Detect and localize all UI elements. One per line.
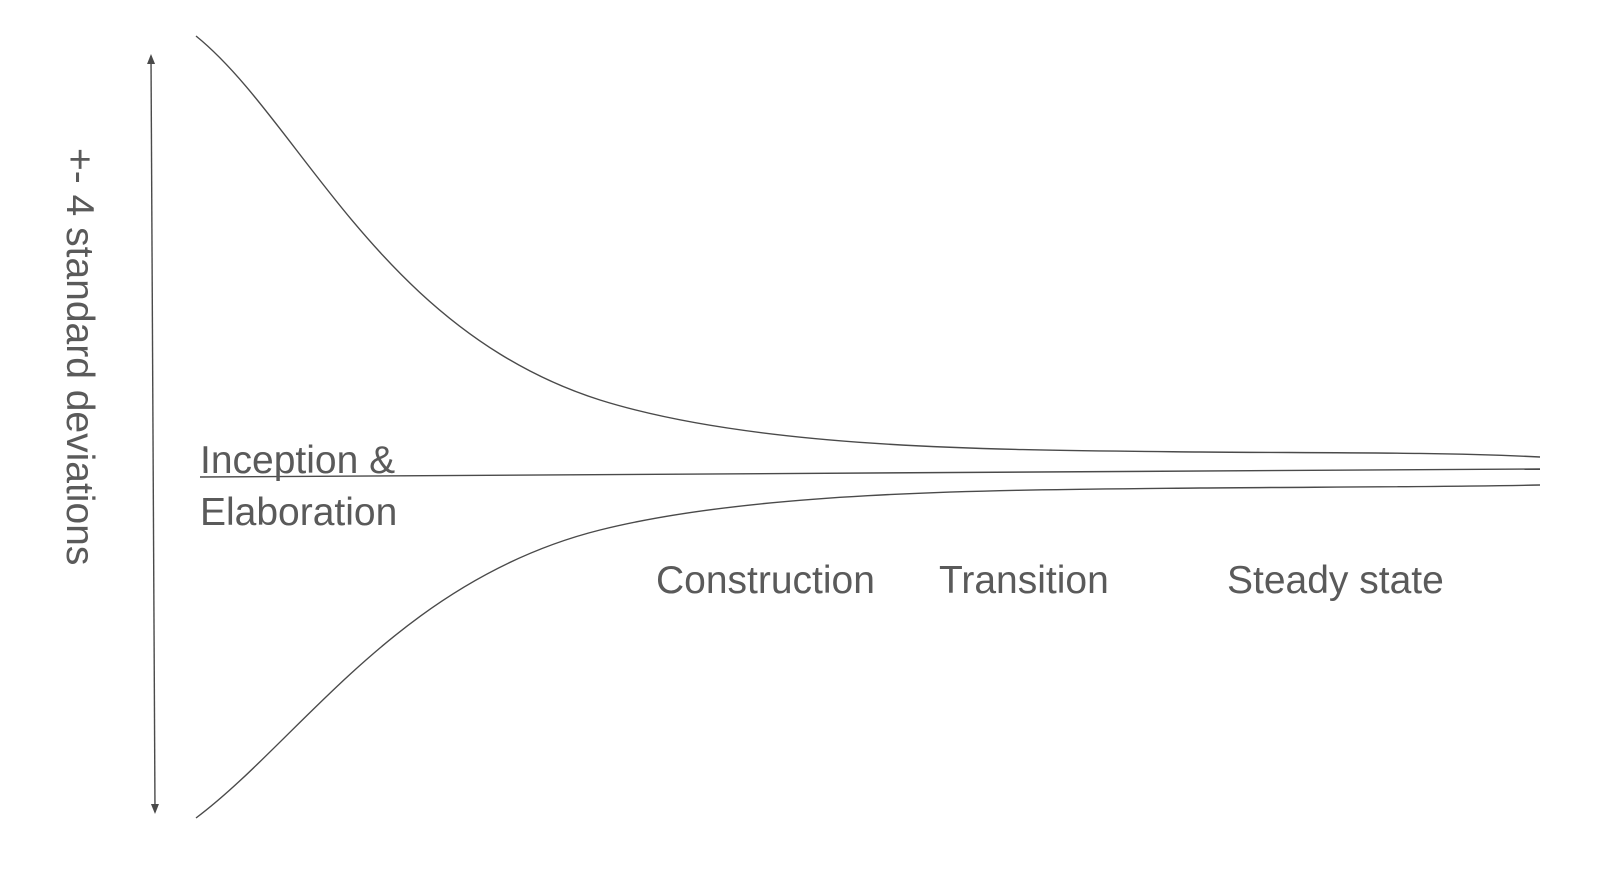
lower-uncertainty-curve (195, 484, 1541, 819)
vertical-double-arrow (147, 54, 159, 814)
upper-uncertainty-curve (195, 35, 1541, 458)
center-estimate-line (199, 468, 1541, 478)
phase-label-elaboration: Elaboration (200, 491, 397, 534)
phase-label-transition: Transition (939, 559, 1109, 602)
phase-label-construction: Construction (656, 559, 875, 602)
phase-label-steady-state: Steady state (1227, 559, 1444, 602)
y-axis-label: +- 4 standard deviations (58, 148, 101, 565)
phase-label-inception: Inception & (200, 439, 395, 482)
